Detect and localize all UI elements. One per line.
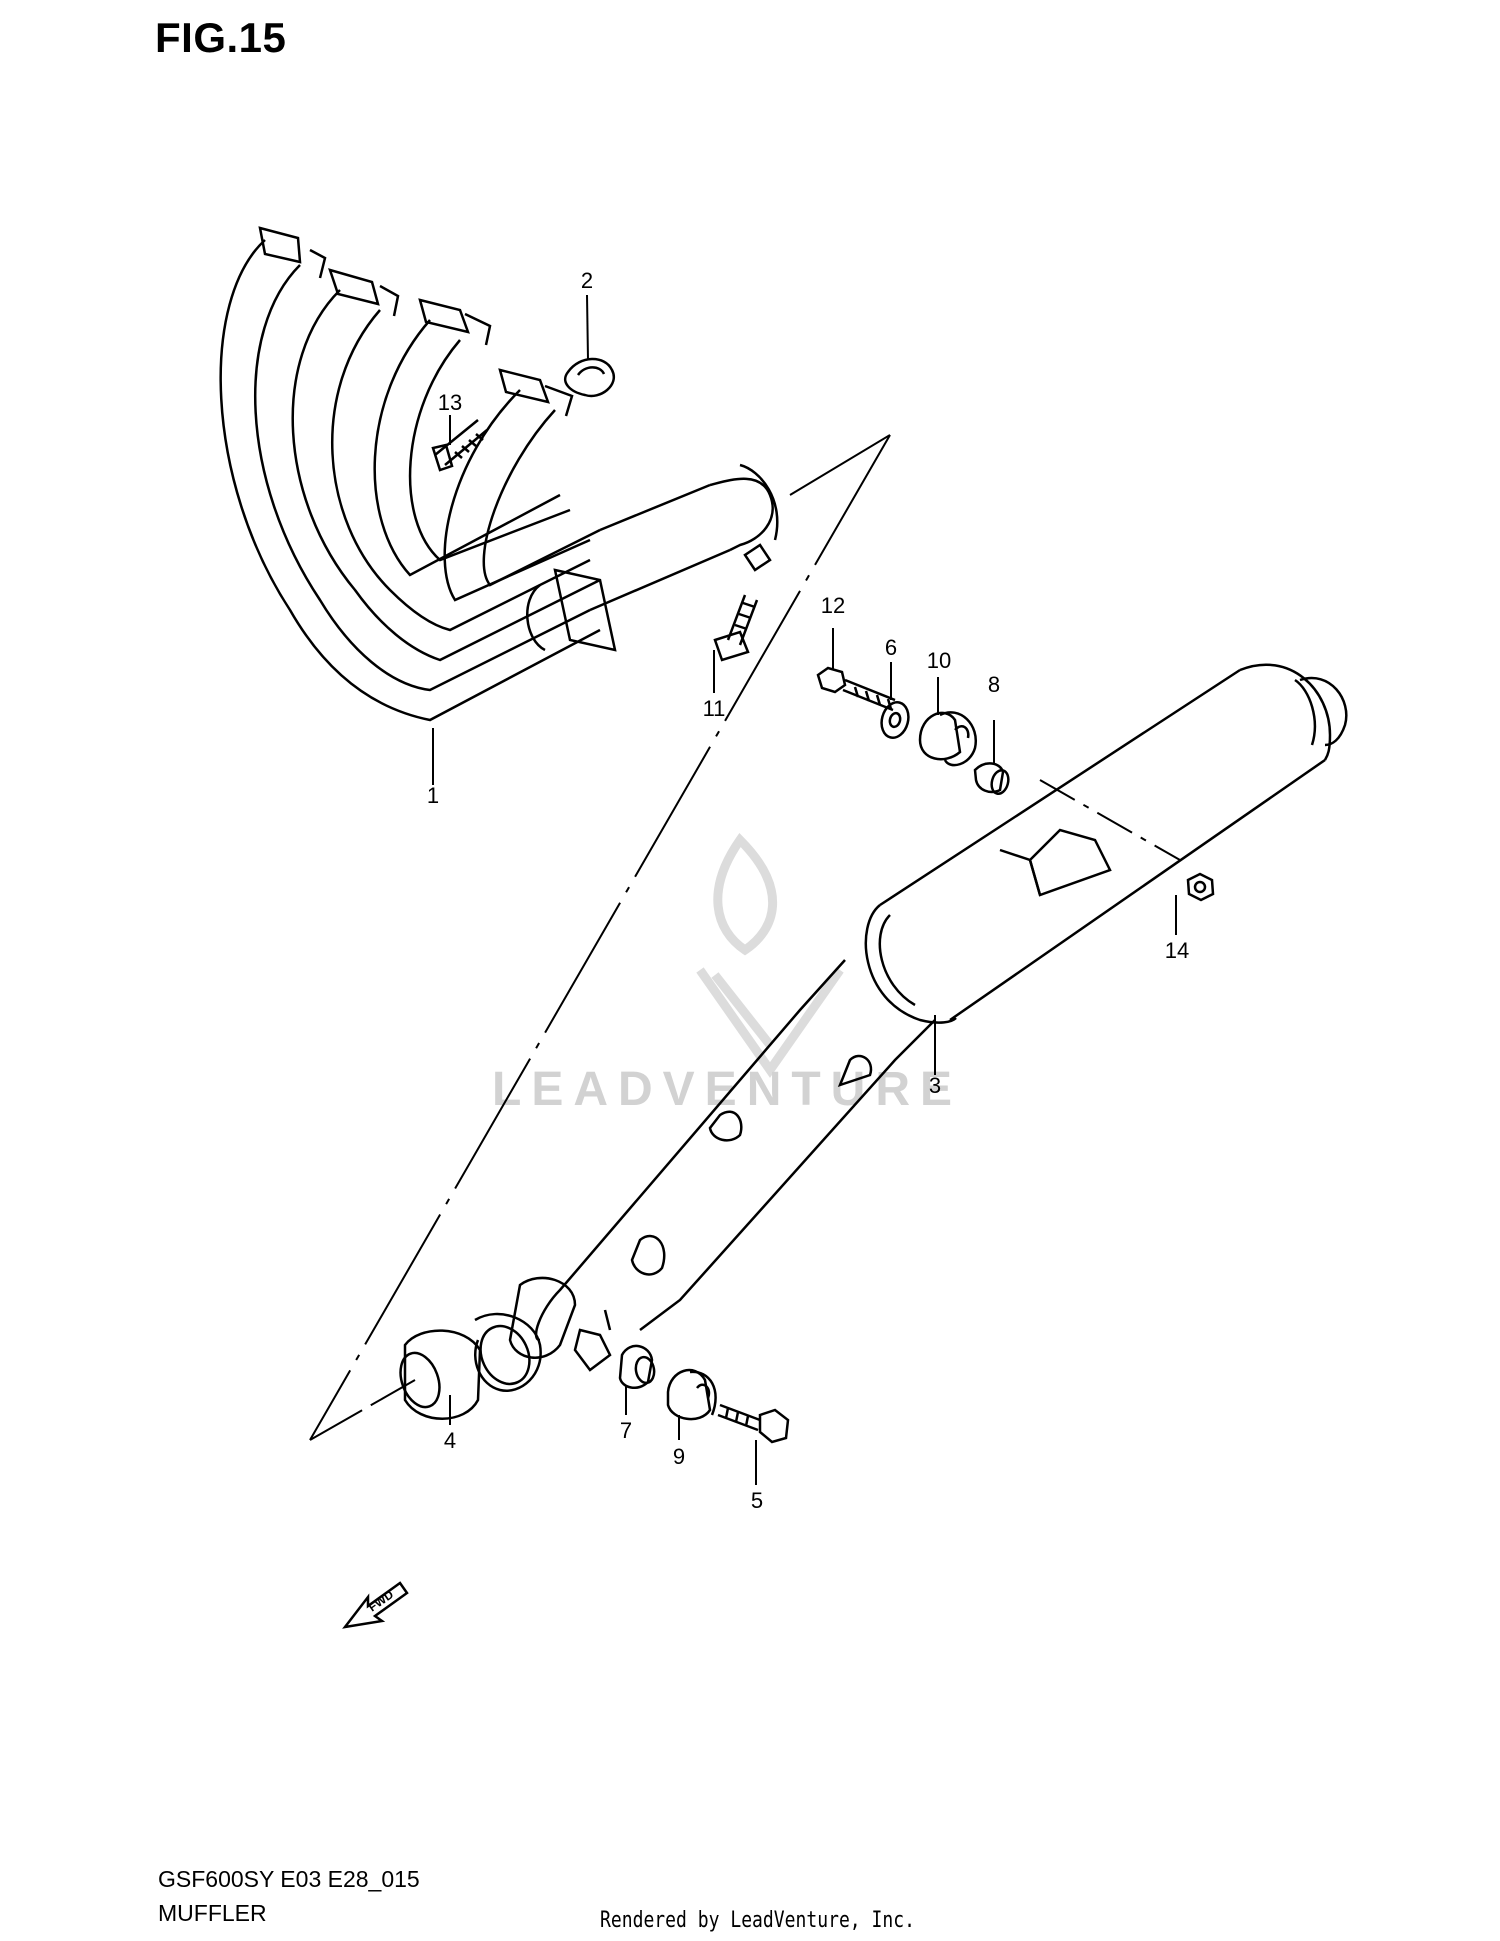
clamp-bolt <box>713 594 759 662</box>
callout-6: 6 <box>885 635 897 660</box>
callout-7: 7 <box>620 1418 632 1443</box>
section-name: MUFFLER <box>158 1900 267 1926</box>
exhaust-gasket <box>563 357 615 398</box>
callout-9: 9 <box>673 1444 685 1469</box>
callout-8: 8 <box>988 672 1000 697</box>
front-mount-hardware <box>618 1344 790 1444</box>
callout-13: 13 <box>438 390 462 415</box>
leader-lines <box>432 294 1177 1485</box>
callout-10: 10 <box>927 648 951 673</box>
watermark-logo <box>696 833 844 1078</box>
model-code: GSF600SY E03 E28_015 <box>158 1866 420 1892</box>
muffler-connector-sleeve <box>399 1329 482 1420</box>
callout-5: 5 <box>751 1488 763 1513</box>
rendered-by-credit: Rendered by LeadVenture, Inc. <box>600 1908 915 1933</box>
exhaust-header-pipes <box>219 226 779 722</box>
forward-direction-arrow-icon: FWD <box>342 1581 409 1629</box>
callout-2: 2 <box>581 268 593 293</box>
callout-numbers: 1 2 3 4 5 6 7 8 9 10 11 12 13 14 <box>427 268 1189 1513</box>
alignment-lines <box>309 434 1181 1441</box>
callout-14: 14 <box>1165 938 1189 963</box>
callout-4: 4 <box>444 1428 456 1453</box>
rear-mount-hardware <box>816 666 1010 796</box>
callout-11: 11 <box>703 696 726 721</box>
mounting-nut <box>1186 872 1215 902</box>
watermark-text: LEADVENTURE <box>492 1063 962 1116</box>
stud-bolt <box>431 419 488 472</box>
muffler-body <box>473 663 1348 1393</box>
callout-3: 3 <box>929 1073 941 1098</box>
figure-title: FIG.15 <box>155 14 287 61</box>
callout-12: 12 <box>821 593 845 618</box>
callout-1: 1 <box>427 783 439 808</box>
